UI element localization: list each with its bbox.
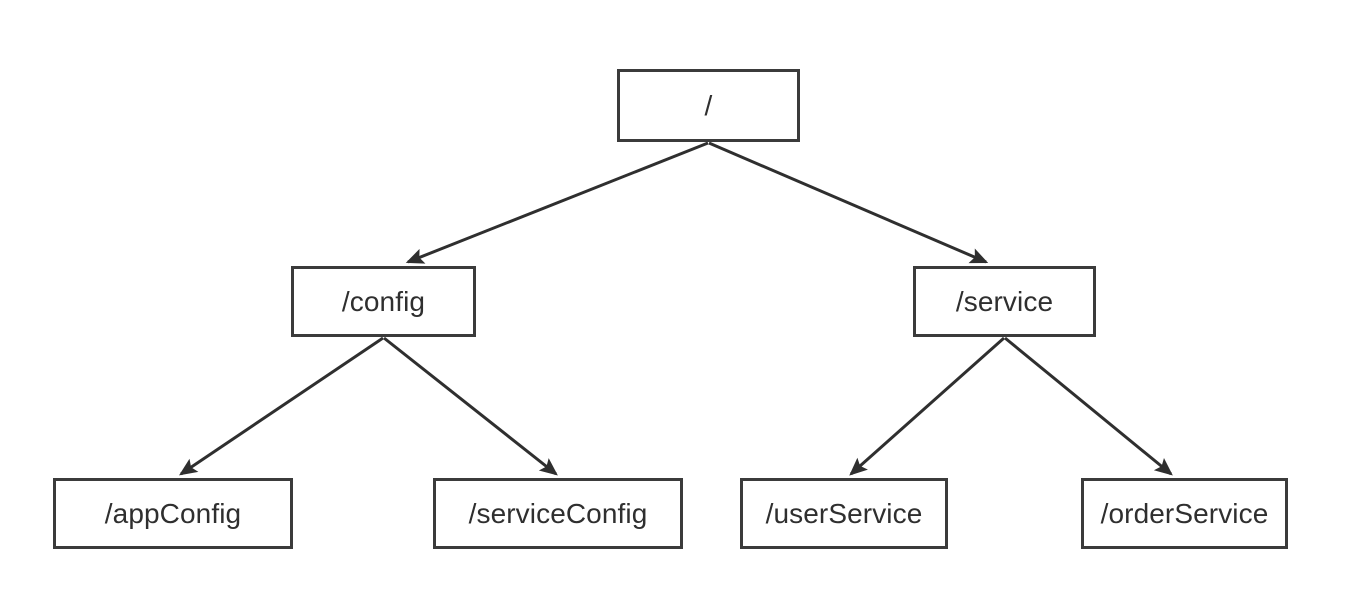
edge-service-to-orderService [1004,336,1173,476]
edge-config-to-serviceConfig [383,336,558,476]
node-label-appConfig: /appConfig [104,497,242,529]
node-userService[interactable]: /userService [740,478,948,549]
node-label-service: /service [955,285,1054,317]
node-appConfig[interactable]: /appConfig [53,478,293,549]
node-serviceConfig[interactable]: /serviceConfig [433,478,683,549]
edge-config-to-appConfig [179,336,384,476]
node-label-root: / [704,89,713,121]
node-label-userService: /userService [765,497,923,529]
node-root[interactable]: / [617,69,800,142]
node-config[interactable]: /config [291,266,476,337]
edge-service-to-userService [849,336,1005,476]
node-label-orderService: /orderService [1100,497,1269,529]
node-label-config: /config [341,285,426,317]
node-orderService[interactable]: /orderService [1081,478,1288,549]
edges-group [179,141,1173,476]
node-label-serviceConfig: /serviceConfig [468,497,648,529]
edge-root-to-config [405,141,709,264]
edge-root-to-service [708,141,989,264]
node-service[interactable]: /service [913,266,1096,337]
